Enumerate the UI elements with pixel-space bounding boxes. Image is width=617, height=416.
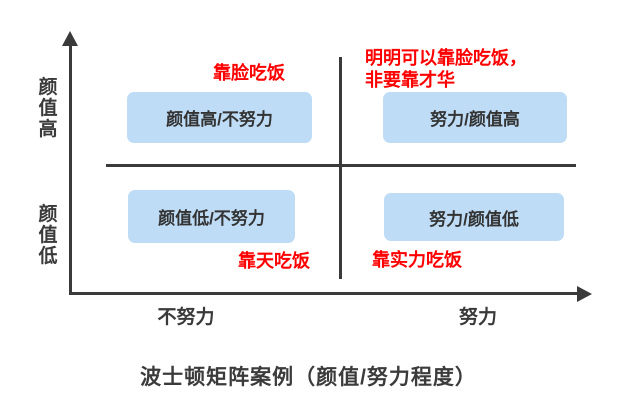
y-axis-label-low: 颜值低 <box>38 204 58 267</box>
y-axis-label-high: 颜值高 <box>38 77 58 140</box>
x-axis-line <box>69 292 578 295</box>
annotation-top-right: 明明可以靠脸吃饭， 非要靠才华 <box>365 48 527 90</box>
annotation-bottom-left: 靠天吃饭 <box>238 251 310 271</box>
y-axis-arrow-icon <box>62 31 78 46</box>
x-axis-label-no-effort: 不努力 <box>157 307 215 328</box>
quadrant-box-top-right: 努力/颜值高 <box>383 92 567 143</box>
quadrant-box-bottom-left: 颜值低/不努力 <box>128 190 295 243</box>
quadrant-box-top-left: 颜值高/不努力 <box>127 92 312 143</box>
annotation-top-left: 靠脸吃饭 <box>213 63 285 83</box>
diagram-title: 波士顿矩阵案例（颜值/努力程度） <box>140 366 477 389</box>
x-axis-arrow-icon <box>577 286 592 302</box>
vertical-divider <box>339 57 342 279</box>
quadrant-box-bottom-right: 努力/颜值低 <box>384 193 564 241</box>
annotation-bottom-right: 靠实力吃饭 <box>372 250 462 270</box>
y-axis-line <box>69 44 72 294</box>
x-axis-label-effort: 努力 <box>458 307 497 328</box>
